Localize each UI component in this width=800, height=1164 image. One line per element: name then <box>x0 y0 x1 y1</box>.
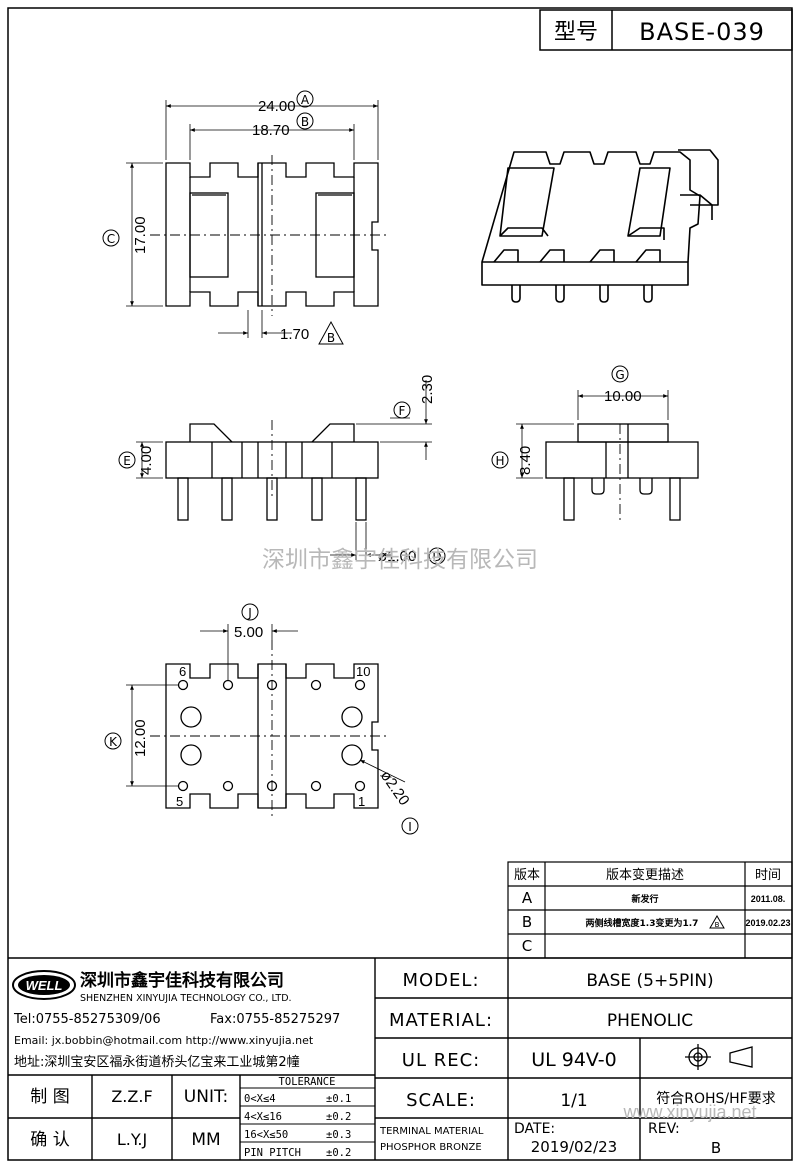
unit-label: UNIT: <box>184 1087 228 1107</box>
dim-e-callout: E <box>123 454 131 468</box>
terminal-label: TERMINAL MATERIAL <box>379 1126 484 1137</box>
header-model-value: BASE-039 <box>639 18 765 46</box>
scale-label: SCALE: <box>406 1090 476 1111</box>
dim-hole-value: ø2.20 <box>377 768 413 809</box>
dim-c-value: 17.00 <box>132 216 149 254</box>
rev-label: REV: <box>648 1121 680 1137</box>
watermark-url: www.xinyujia.net <box>622 1102 756 1122</box>
dim-h-value: 8.40 <box>517 446 534 475</box>
dim-j-callout: J <box>247 606 252 620</box>
dim-h-callout: H <box>495 454 504 468</box>
tolerance-range-3: 16<X≤50 <box>244 1129 288 1141</box>
company-fax: Fax:0755-85275297 <box>210 1012 340 1027</box>
dim-c-callout: C <box>107 232 115 246</box>
draw-value: Z.Z.F <box>111 1087 152 1106</box>
rev-row-a-desc: 新发行 <box>631 893 658 905</box>
dim-b-callout: B <box>301 115 309 129</box>
top-view <box>126 100 388 338</box>
tolerance-value-2: ±0.2 <box>326 1111 351 1123</box>
scale-value: 1/1 <box>560 1091 587 1111</box>
dim-a-value: 24.00 <box>258 98 296 115</box>
rev-header-date: 时间 <box>755 868 781 883</box>
ulrec-value: UL 94V-0 <box>531 1049 617 1071</box>
company-email: Email: jx.bobbin@hotmail.com http://www.… <box>14 1034 314 1047</box>
tolerance-value-3: ±0.3 <box>326 1129 351 1141</box>
rev-row-b-date: 2019.02.23 <box>745 918 790 928</box>
tolerance-value-4: ±0.2 <box>326 1147 351 1159</box>
draw-label: 制 图 <box>30 1087 69 1107</box>
pin-label-5: 5 <box>176 794 183 809</box>
pin-label-1: 1 <box>358 794 365 809</box>
dim-k-value: 12.00 <box>132 719 149 757</box>
dim-j-value: 5.00 <box>234 624 263 641</box>
rev-row-c-rev: C <box>522 937 532 955</box>
date-value: 2019/02/23 <box>531 1138 617 1156</box>
date-label: DATE: <box>514 1121 555 1137</box>
dim-i-callout: I <box>408 820 412 834</box>
pin-label-10: 10 <box>356 664 370 679</box>
company-logo: WELL <box>12 970 76 1000</box>
header-model-label: 型号 <box>554 20 598 45</box>
company-tel: Tel:0755-85275309/06 <box>13 1012 161 1027</box>
front-view <box>136 380 432 560</box>
check-label: 确 认 <box>30 1130 69 1150</box>
rev-b-triangle-icon <box>709 915 725 929</box>
rev-row-b-desc: 两侧线槽宽度1.3变更为1.7 <box>586 917 699 929</box>
side-view <box>516 390 699 521</box>
company-address: 地址:深圳宝安区福永街道桥头亿宝来工业城第2幢 <box>14 1054 300 1070</box>
company-name-en: SHENZHEN XINYUJIA TECHNOLOGY CO., LTD. <box>80 993 292 1004</box>
dim-d-value: ø1.00 <box>378 548 416 565</box>
pin-label-6: 6 <box>179 664 186 679</box>
rev-row-b-rev: B <box>522 913 532 931</box>
rev-value: B <box>711 1139 721 1157</box>
rev-b-triangle-mark: B <box>715 921 720 929</box>
unit-value: MM <box>191 1130 220 1150</box>
company-name-cn: 深圳市鑫宇佳科技有限公司 <box>80 970 284 991</box>
dim-e-value: 4.00 <box>138 446 155 475</box>
model-label: MODEL: <box>402 970 479 991</box>
dim-pin-gap-value: 1.70 <box>280 326 309 343</box>
dim-g-callout: G <box>615 368 624 382</box>
rev-row-a-rev: A <box>522 889 533 907</box>
sheet-border <box>7 7 793 1161</box>
title-block-grid <box>8 957 792 1160</box>
dim-triangle-b-callout: B <box>327 331 335 345</box>
dim-b-value: 18.70 <box>252 122 290 139</box>
header-model-box: 型号 BASE-039 <box>539 9 793 51</box>
tolerance-range-2: 4<X≤16 <box>244 1111 282 1123</box>
dim-d-callout: D <box>432 550 441 564</box>
bottom-view <box>126 624 406 816</box>
rev-header-description: 版本变更描述 <box>606 867 684 883</box>
rev-header-version: 版本 <box>514 868 540 883</box>
ulrec-label: UL REC: <box>402 1050 480 1071</box>
terminal-value: PHOSPHOR BRONZE <box>380 1142 482 1153</box>
watermark-company: 深圳市鑫宇佳科技有限公司 <box>262 547 538 573</box>
dim-f-callout: F <box>399 404 406 418</box>
model-value: BASE (5+5PIN) <box>586 971 713 991</box>
tolerance-title: TOLERANCE <box>279 1076 336 1088</box>
rohs-note: 符合ROHS/HF要求 <box>656 1091 775 1107</box>
projection-symbol-icon <box>685 1044 753 1070</box>
dim-f-value: 2.30 <box>419 375 436 404</box>
dim-k-callout: K <box>109 735 118 749</box>
check-value: L.Y.J <box>117 1130 147 1149</box>
material-value: PHENOLIC <box>607 1011 693 1031</box>
top-view-outline <box>165 162 379 307</box>
material-label: MATERIAL: <box>389 1010 493 1031</box>
tolerance-value-1: ±0.1 <box>326 1093 351 1105</box>
logo-text: WELL <box>26 978 63 993</box>
isometric-view <box>481 149 719 303</box>
dim-g-value: 10.00 <box>604 388 642 405</box>
tolerance-grid <box>240 1087 375 1143</box>
tolerance-range-4: PIN PITCH <box>244 1147 301 1159</box>
dim-a-callout: A <box>301 93 310 107</box>
tolerance-range-1: 0<X≤4 <box>244 1093 276 1105</box>
rev-row-a-date: 2011.08. <box>751 894 786 904</box>
